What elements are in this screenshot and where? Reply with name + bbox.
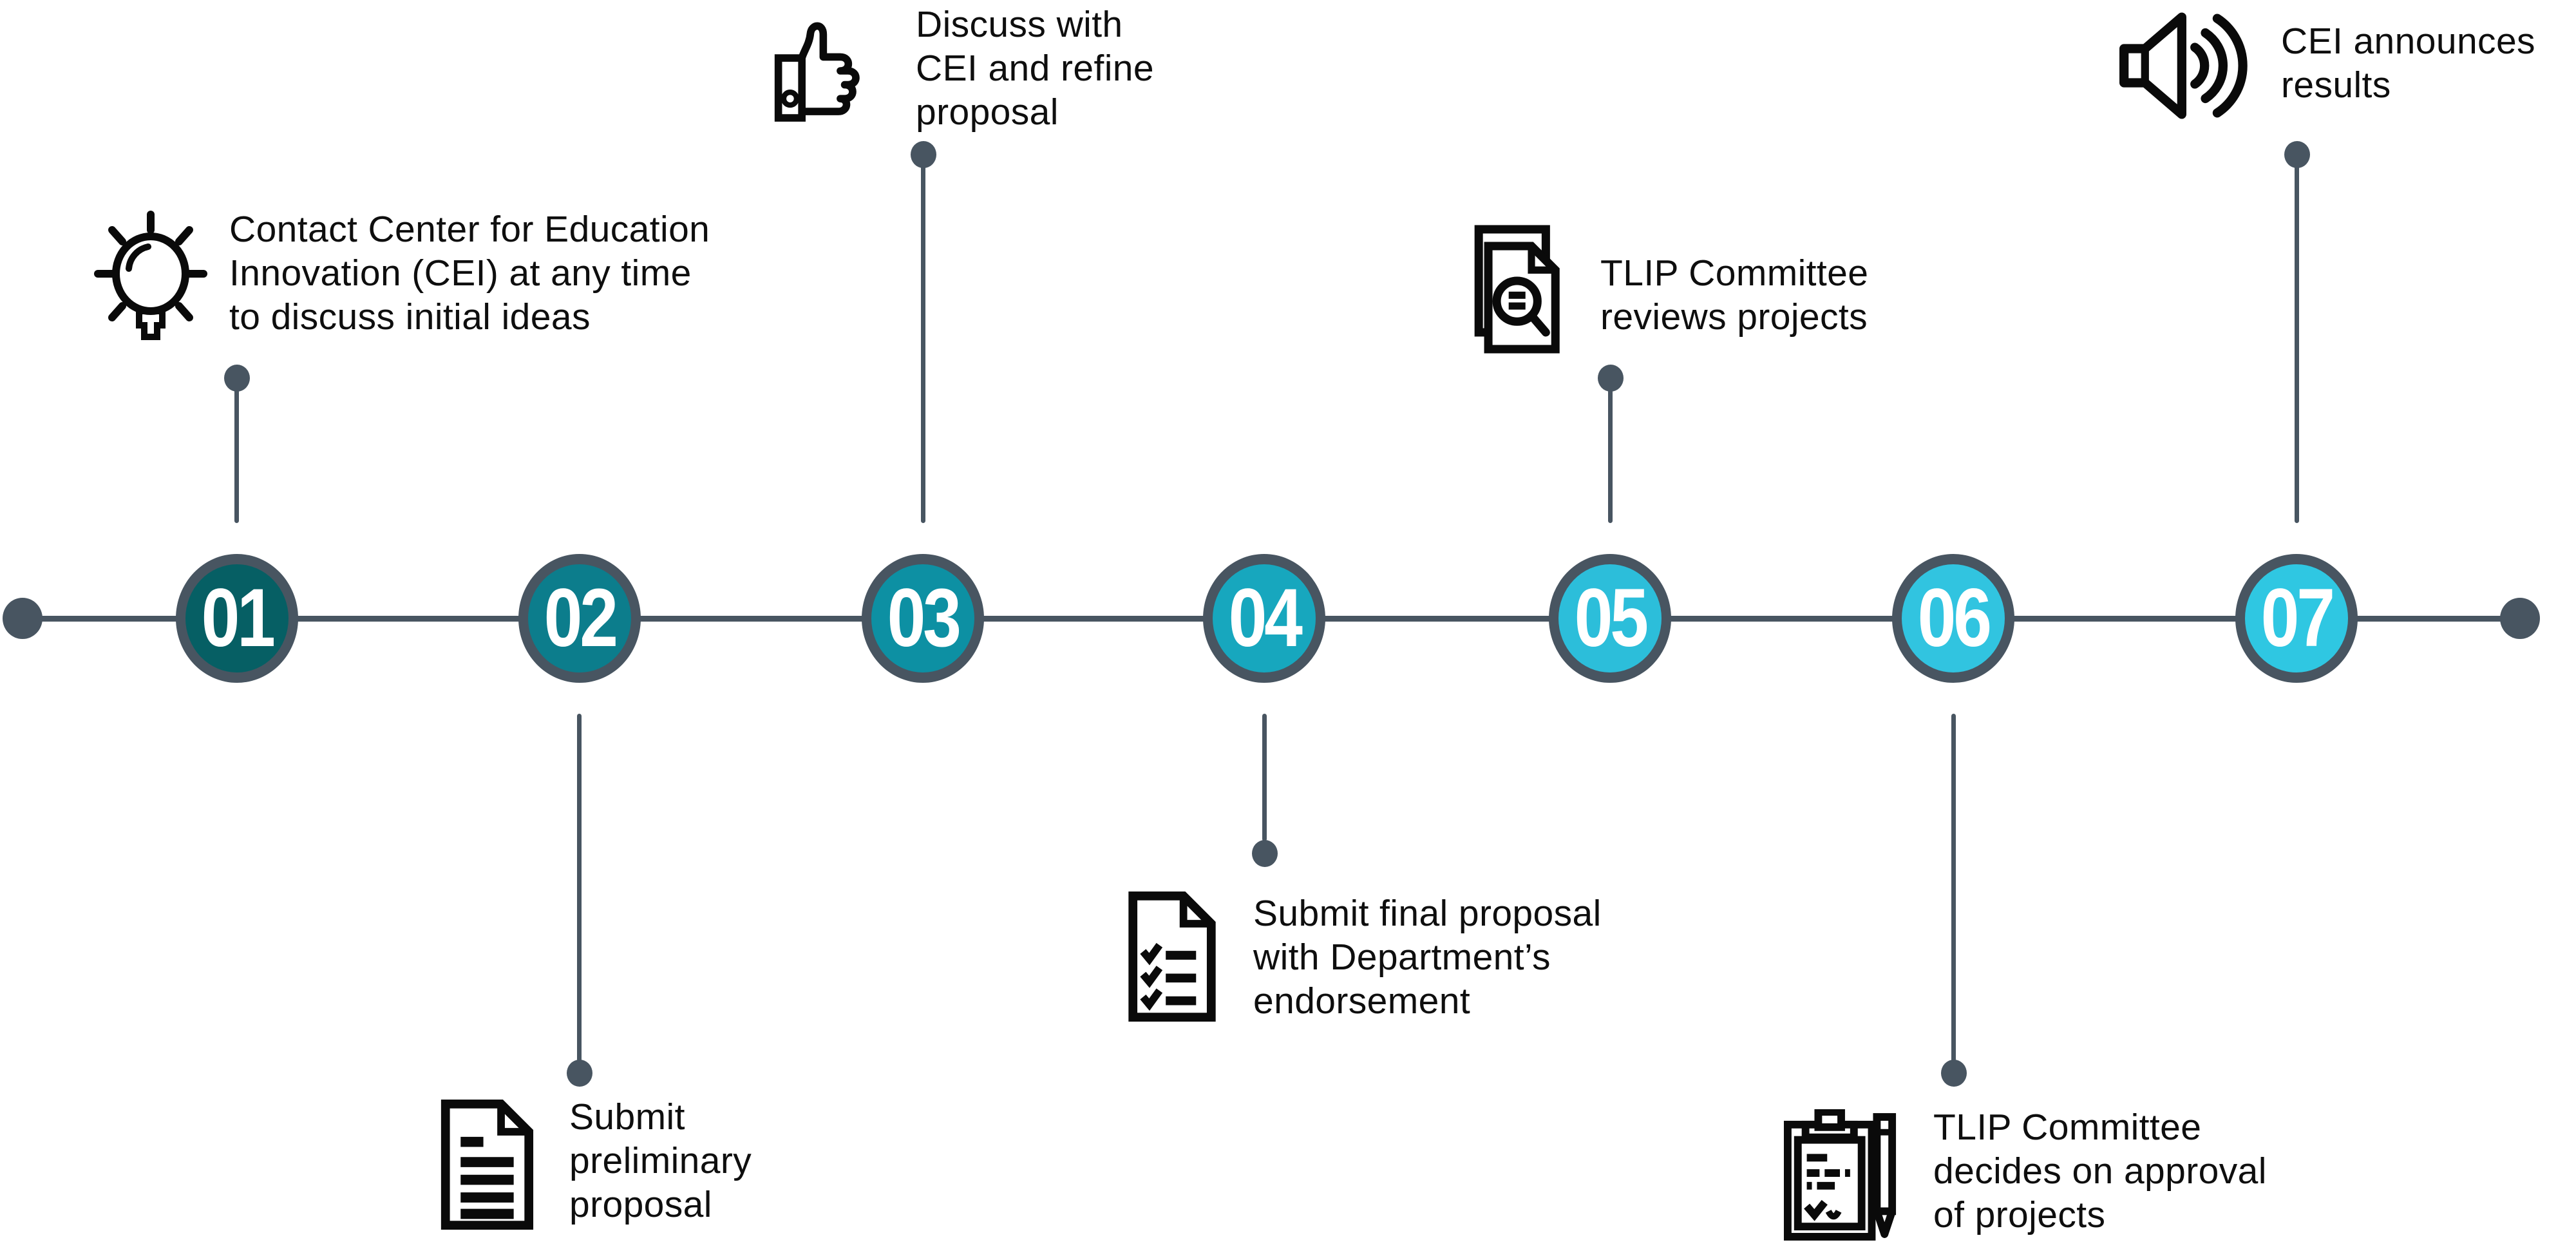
- milestone-number: 06: [1917, 572, 1991, 664]
- connector-dot-02: [567, 1060, 592, 1087]
- milestone-node-04: 04: [1203, 554, 1325, 683]
- label-line: CEI announces: [2281, 21, 2535, 62]
- milestone-number: 07: [2260, 572, 2334, 664]
- label-line: Submit final proposal: [1253, 893, 1602, 934]
- document-lines-icon: [433, 1099, 539, 1230]
- label-line: TLIP Committee: [1933, 1107, 2202, 1148]
- connector-dot-03: [911, 141, 936, 168]
- milestone-number: 02: [544, 572, 618, 664]
- connector-line-02: [577, 714, 582, 1062]
- milestone-circle: 03: [871, 564, 974, 672]
- milestone-node-07: 07: [2235, 554, 2358, 683]
- label-line: Contact Center for Education: [229, 209, 710, 250]
- connector-dot-06: [1941, 1060, 1967, 1087]
- connector-dot-07: [2284, 141, 2310, 168]
- announcement-icon: [2119, 12, 2255, 120]
- clipboard-decision-icon: [1783, 1109, 1900, 1242]
- connector-line-06: [1951, 714, 1956, 1062]
- label-line: of projects: [1933, 1194, 2106, 1235]
- connector-line-04: [1262, 714, 1267, 841]
- timeline-end-dot: [2500, 598, 2540, 639]
- connector-line-03: [921, 163, 925, 523]
- milestone-number: 03: [887, 572, 961, 664]
- milestone-node-01: 01: [176, 554, 298, 683]
- document-review-icon: [1472, 224, 1575, 354]
- label-line: reviews projects: [1600, 296, 1868, 338]
- label-line: preliminary: [569, 1140, 752, 1181]
- label-line: CEI and refine: [916, 48, 1154, 89]
- connector-dot-05: [1598, 365, 1624, 392]
- milestone-node-06: 06: [1892, 554, 2014, 683]
- label-line: TLIP Committee: [1600, 253, 1869, 294]
- checklist-document-icon: [1124, 891, 1220, 1022]
- connector-dot-01: [224, 365, 250, 392]
- step-02-label: Submit preliminary proposal: [569, 1095, 752, 1226]
- label-line: proposal: [916, 91, 1059, 133]
- step-07-label: CEI announces results: [2281, 19, 2535, 107]
- step-06-label: TLIP Committee decides on approval of pr…: [1933, 1105, 2267, 1237]
- milestone-circle: 02: [528, 564, 631, 672]
- milestone-node-05: 05: [1549, 554, 1671, 683]
- step-03-label: Discuss with CEI and refine proposal: [916, 3, 1154, 134]
- step-04-label: Submit final proposal with Department’s …: [1253, 891, 1602, 1023]
- connector-line-05: [1608, 386, 1613, 523]
- connector-line-07: [2295, 163, 2299, 523]
- label-line: Discuss with: [916, 4, 1123, 45]
- milestone-number: 05: [1574, 572, 1648, 664]
- milestone-circle: 05: [1558, 564, 1662, 672]
- label-line: to discuss initial ideas: [229, 296, 591, 338]
- milestone-circle: 07: [2245, 564, 2348, 672]
- connector-dot-04: [1252, 840, 1278, 867]
- milestone-circle: 04: [1213, 564, 1316, 672]
- lightbulb-idea-icon: [94, 207, 207, 345]
- label-line: endorsement: [1253, 980, 1471, 1022]
- label-line: Submit: [569, 1096, 685, 1138]
- milestone-number: 01: [201, 572, 275, 664]
- connector-line-01: [234, 386, 239, 523]
- milestone-circle: 06: [1902, 564, 2005, 672]
- milestone-circle: 01: [185, 564, 289, 672]
- step-05-label: TLIP Committee reviews projects: [1600, 251, 1868, 339]
- step-01-label: Contact Center for Education Innovation …: [229, 207, 710, 339]
- label-line: decides on approval: [1933, 1150, 2267, 1192]
- label-line: Innovation (CEI) at any time: [229, 253, 692, 294]
- milestone-node-02: 02: [518, 554, 641, 683]
- milestone-node-03: 03: [862, 554, 984, 683]
- thumbs-up-icon: [774, 17, 881, 125]
- milestone-number: 04: [1228, 572, 1302, 664]
- timeline-start-dot: [3, 598, 43, 639]
- label-line: with Department’s: [1253, 937, 1551, 978]
- label-line: results: [2281, 64, 2391, 106]
- label-line: proposal: [569, 1184, 712, 1225]
